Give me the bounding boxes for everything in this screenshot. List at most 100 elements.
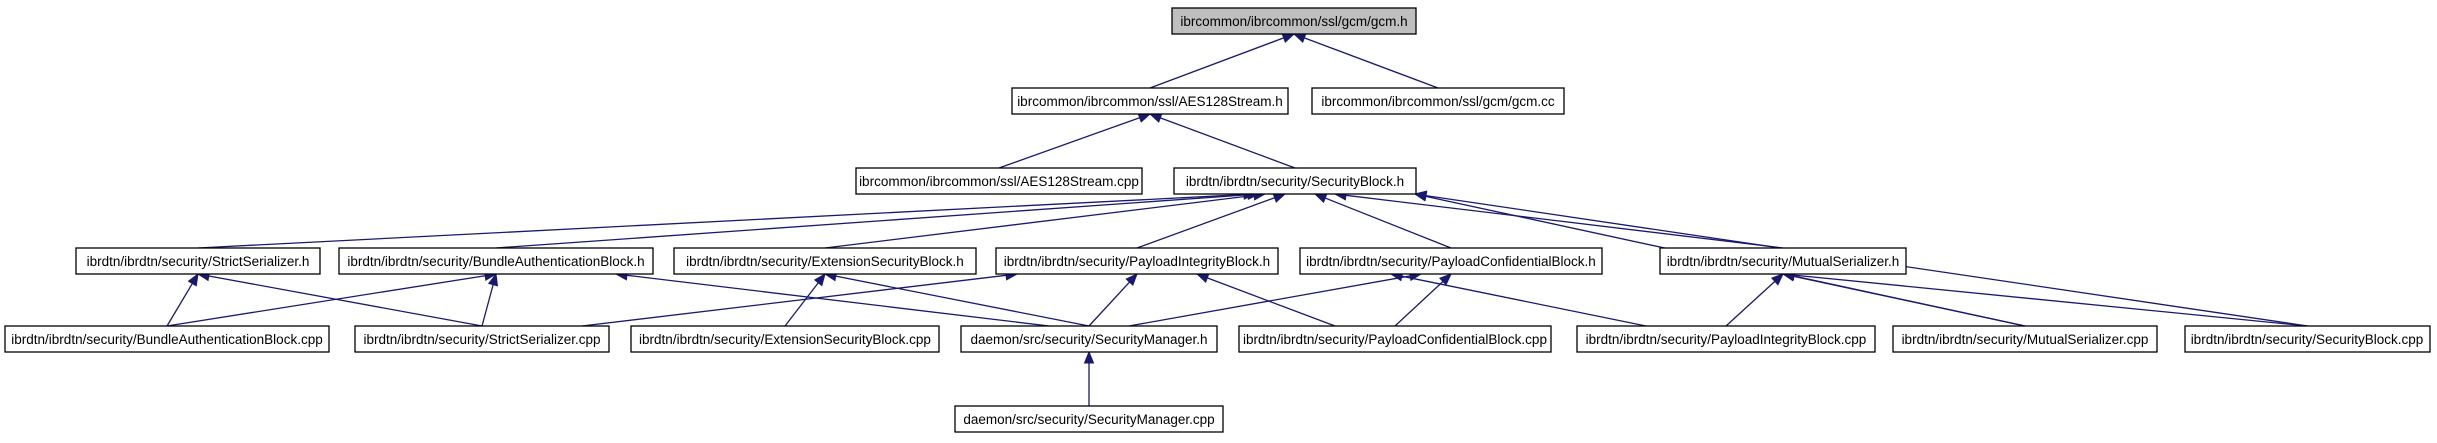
svg-text:ibrdtn/ibrdtn/security/StrictS: ibrdtn/ibrdtn/security/StrictSerializer.… <box>363 332 600 347</box>
svg-text:ibrdtn/ibrdtn/security/BundleA: ibrdtn/ibrdtn/security/BundleAuthenticat… <box>11 332 322 347</box>
edge-bab_h-to-ss_cpp <box>481 272 499 327</box>
node-payloadintegrityblock-h[interactable]: ibrdtn/ibrdtn/security/PayloadIntegrityB… <box>995 247 1279 275</box>
arrowhead-icon <box>187 272 199 287</box>
svg-text:ibrdtn/ibrdtn/security/Extensi: ibrdtn/ibrdtn/security/ExtensionSecurity… <box>686 254 964 269</box>
edge-line <box>1324 197 1452 249</box>
arrowhead-icon <box>1148 113 1163 123</box>
edge-line <box>166 283 193 327</box>
node-securitymanager-cpp[interactable]: daemon/src/security/SecurityManager.cpp <box>954 405 1224 433</box>
node-payloadconfidentialblock-h[interactable]: ibrdtn/ibrdtn/security/PayloadConfidenti… <box>1299 247 1603 275</box>
edge-line <box>1304 37 1439 89</box>
edge-line <box>784 282 819 327</box>
node-aes128stream-cpp[interactable]: ibrcommon/ibrcommon/ssl/AES128Stream.cpp <box>855 167 1143 195</box>
svg-text:ibrdtn/ibrdtn/security/Payload: ibrdtn/ibrdtn/security/PayloadConfidenti… <box>1306 254 1596 269</box>
arrowhead-icon <box>487 272 499 287</box>
svg-text:daemon/src/security/SecurityMa: daemon/src/security/SecurityManager.h <box>970 332 1207 347</box>
node-gcm-cc[interactable]: ibrcommon/ibrcommon/ssl/gcm/gcm.cc <box>1311 87 1565 115</box>
edge-line <box>208 275 483 327</box>
node-bundleauthenticationblock-cpp[interactable]: ibrdtn/ibrdtn/security/BundleAuthenticat… <box>4 325 330 353</box>
svg-text:ibrdtn/ibrdtn/security/MutualS: ibrdtn/ibrdtn/security/MutualSerializer.… <box>1902 332 2149 347</box>
edge-line <box>1394 281 1444 327</box>
node-bundleauthenticationblock-h[interactable]: ibrdtn/ibrdtn/security/BundleAuthenticat… <box>338 247 654 275</box>
arrowhead-icon <box>1439 273 1452 286</box>
node-gcm-h[interactable]: ibrcommon/ibrcommon/ssl/gcm/gcm.h <box>1171 7 1417 35</box>
edge-pcb_h-to-pcb_cpp <box>1394 273 1452 327</box>
arrowhead-icon <box>1137 112 1152 123</box>
edge-line <box>1136 197 1275 249</box>
svg-text:ibrdtn/ibrdtn/security/BundleA: ibrdtn/ibrdtn/security/BundleAuthenticat… <box>347 254 644 269</box>
arrowhead-icon <box>1292 33 1307 43</box>
arrowhead-icon <box>1083 350 1095 364</box>
edge-aes_h-to-sb_h <box>1148 113 1296 169</box>
edge-line <box>481 284 494 327</box>
edge-sb_h-to-bab_h <box>495 189 1261 249</box>
edge-line <box>1207 277 1336 327</box>
node-mutualserializer-h[interactable]: ibrdtn/ibrdtn/security/MutualSerializer.… <box>1659 247 1907 275</box>
edge-line <box>1088 281 1131 327</box>
node-aes128stream-h[interactable]: ibrcommon/ibrcommon/ssl/AES128Stream.h <box>1011 87 1289 115</box>
svg-text:ibrcommon/ibrcommon/ssl/AES128: ibrcommon/ibrcommon/ssl/AES128Stream.h <box>1017 94 1283 109</box>
edge-line <box>835 275 1090 327</box>
edge-gcm_h-to-gcm_cc <box>1292 33 1439 89</box>
edge-line <box>1725 280 1776 327</box>
edge-pcb_h-to-sm_h <box>1128 270 1423 327</box>
edge-ss_h-to-bab_cpp <box>166 272 199 327</box>
node-strictserializer-h[interactable]: ibrdtn/ibrdtn/security/StrictSerializer.… <box>75 247 321 275</box>
svg-text:ibrdtn/ibrdtn/security/MutualS: ibrdtn/ibrdtn/security/MutualSerializer.… <box>1667 254 1900 269</box>
node-payloadconfidentialblock-cpp[interactable]: ibrdtn/ibrdtn/security/PayloadConfidenti… <box>1238 325 1552 353</box>
svg-text:ibrdtn/ibrdtn/security/StrictS: ibrdtn/ibrdtn/security/StrictSerializer.… <box>87 254 310 269</box>
arrowhead-icon <box>1413 190 1428 201</box>
edge-ms_h-to-pib_cpp <box>1725 273 1784 327</box>
edge-line <box>1160 117 1296 169</box>
edge-pcb_h-to-pib_cpp <box>1389 271 1647 327</box>
edge-line <box>1793 274 2308 327</box>
svg-text:ibrcommon/ibrcommon/ssl/AES128: ibrcommon/ibrcommon/ssl/AES128Stream.cpp <box>859 174 1139 189</box>
edge-line <box>1793 275 2026 327</box>
node-mutualserializer-cpp[interactable]: ibrdtn/ibrdtn/security/MutualSerializer.… <box>1892 325 2158 353</box>
edge-sb_h-to-ss_h <box>197 189 1257 249</box>
svg-text:ibrcommon/ibrcommon/ssl/gcm/gc: ibrcommon/ibrcommon/ssl/gcm/gcm.h <box>1180 14 1407 29</box>
edge-esb_h-to-esb_cpp <box>784 272 826 327</box>
edge-line <box>626 274 1050 327</box>
node-extensionsecurityblock-cpp[interactable]: ibrdtn/ibrdtn/security/ExtensionSecurity… <box>630 325 940 353</box>
svg-text:ibrdtn/ibrdtn/security/Securit: ibrdtn/ibrdtn/security/SecurityBlock.h <box>1186 174 1404 189</box>
arrowhead-icon <box>1313 193 1328 204</box>
edge-line <box>166 275 486 327</box>
svg-text:ibrdtn/ibrdtn/security/Payload: ibrdtn/ibrdtn/security/PayloadConfidenti… <box>1243 332 1547 347</box>
edge-line <box>581 274 1007 327</box>
edge-sb_h-to-pcb_h <box>1313 193 1452 249</box>
edge-pib_h-to-sm_h <box>1088 273 1138 327</box>
edge-line <box>495 194 1249 249</box>
svg-text:daemon/src/security/SecurityMa: daemon/src/security/SecurityManager.cpp <box>963 412 1214 427</box>
node-strictserializer-cpp[interactable]: ibrdtn/ibrdtn/security/StrictSerializer.… <box>354 325 610 353</box>
edge-line <box>1128 275 1411 327</box>
edge-line <box>1345 194 1784 249</box>
arrowhead-icon <box>1125 273 1138 287</box>
svg-text:ibrdtn/ibrdtn/security/Payload: ibrdtn/ibrdtn/security/PayloadIntegrityB… <box>1004 254 1270 269</box>
svg-text:ibrdtn/ibrdtn/security/Securit: ibrdtn/ibrdtn/security/SecurityBlock.cpp <box>2191 332 2424 347</box>
edge-ms_h-to-sb_cpp <box>1781 269 2308 327</box>
edge-pib_h-to-pcb_cpp <box>1195 273 1336 327</box>
svg-text:ibrdtn/ibrdtn/security/Extensi: ibrdtn/ibrdtn/security/ExtensionSecurity… <box>639 332 931 347</box>
edge-sm_h-to-sm_cpp <box>1083 350 1095 406</box>
node-securitymanager-h[interactable]: daemon/src/security/SecurityManager.h <box>960 325 1218 353</box>
arrowhead-icon <box>813 272 826 287</box>
arrowhead-icon <box>1195 273 1210 283</box>
edge-sb_h-to-ms_h <box>1333 190 1784 249</box>
edge-line <box>1401 275 1647 327</box>
edge-gcm_h-to-aes_h <box>1149 33 1296 89</box>
edge-esb_h-to-sm_h <box>823 271 1090 327</box>
node-securityblock-h[interactable]: ibrdtn/ibrdtn/security/SecurityBlock.h <box>1173 167 1417 195</box>
edge-aes_h-to-aes_cpp <box>998 112 1152 169</box>
edge-line <box>1149 37 1284 89</box>
arrowhead-icon <box>1272 193 1287 203</box>
edge-line <box>824 194 1255 249</box>
node-extensionsecurityblock-h[interactable]: ibrdtn/ibrdtn/security/ExtensionSecurity… <box>673 247 977 275</box>
arrowhead-icon <box>1281 33 1296 43</box>
edge-line <box>998 117 1140 169</box>
edge-line <box>197 193 1245 249</box>
node-securityblock-cpp[interactable]: ibrdtn/ibrdtn/security/SecurityBlock.cpp <box>2184 325 2431 353</box>
svg-text:ibrdtn/ibrdtn/security/Payload: ibrdtn/ibrdtn/security/PayloadIntegrityB… <box>1586 332 1867 347</box>
node-payloadintegrityblock-cpp[interactable]: ibrdtn/ibrdtn/security/PayloadIntegrityB… <box>1576 325 1876 353</box>
